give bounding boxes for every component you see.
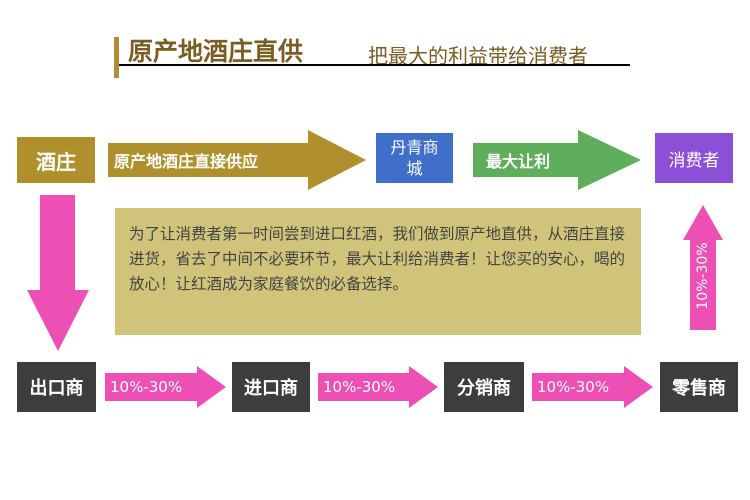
- description-panel: 为了让消费者第一时间尝到进口红酒，我们做到原产地直供，从酒庄直接进货，省去了中间…: [115, 208, 641, 335]
- distributor-box: 分销商: [444, 362, 524, 412]
- markup-arrow-1: [105, 366, 226, 408]
- consumer-box: 消费者: [655, 133, 733, 183]
- up-arrow: [683, 205, 723, 330]
- markup-label-2: 10%-30%: [323, 378, 396, 396]
- markup-arrow-2: [318, 366, 438, 408]
- direct-supply-arrow: [108, 130, 366, 190]
- benefit-arrow: [473, 130, 641, 190]
- markup-arrow-3: [532, 366, 653, 408]
- store-box: 丹青商城: [376, 133, 453, 183]
- markup-label-3: 10%-30%: [537, 378, 610, 396]
- markup-label-1: 10%-30%: [110, 378, 183, 396]
- page-title: 原产地酒庄直供: [128, 37, 304, 66]
- down-arrow: [27, 195, 89, 351]
- direct-supply-label: 原产地酒庄直接供应: [114, 152, 259, 171]
- retailer-box: 零售商: [660, 362, 738, 412]
- title-accent-bar: [114, 37, 119, 78]
- exporter-box: 出口商: [17, 362, 96, 412]
- title-underline: [119, 64, 630, 66]
- benefit-label: 最大让利: [486, 152, 551, 171]
- importer-box: 进口商: [232, 362, 310, 412]
- winery-box: 酒庄: [17, 137, 95, 183]
- up-markup-label: 10%-30%: [695, 242, 711, 310]
